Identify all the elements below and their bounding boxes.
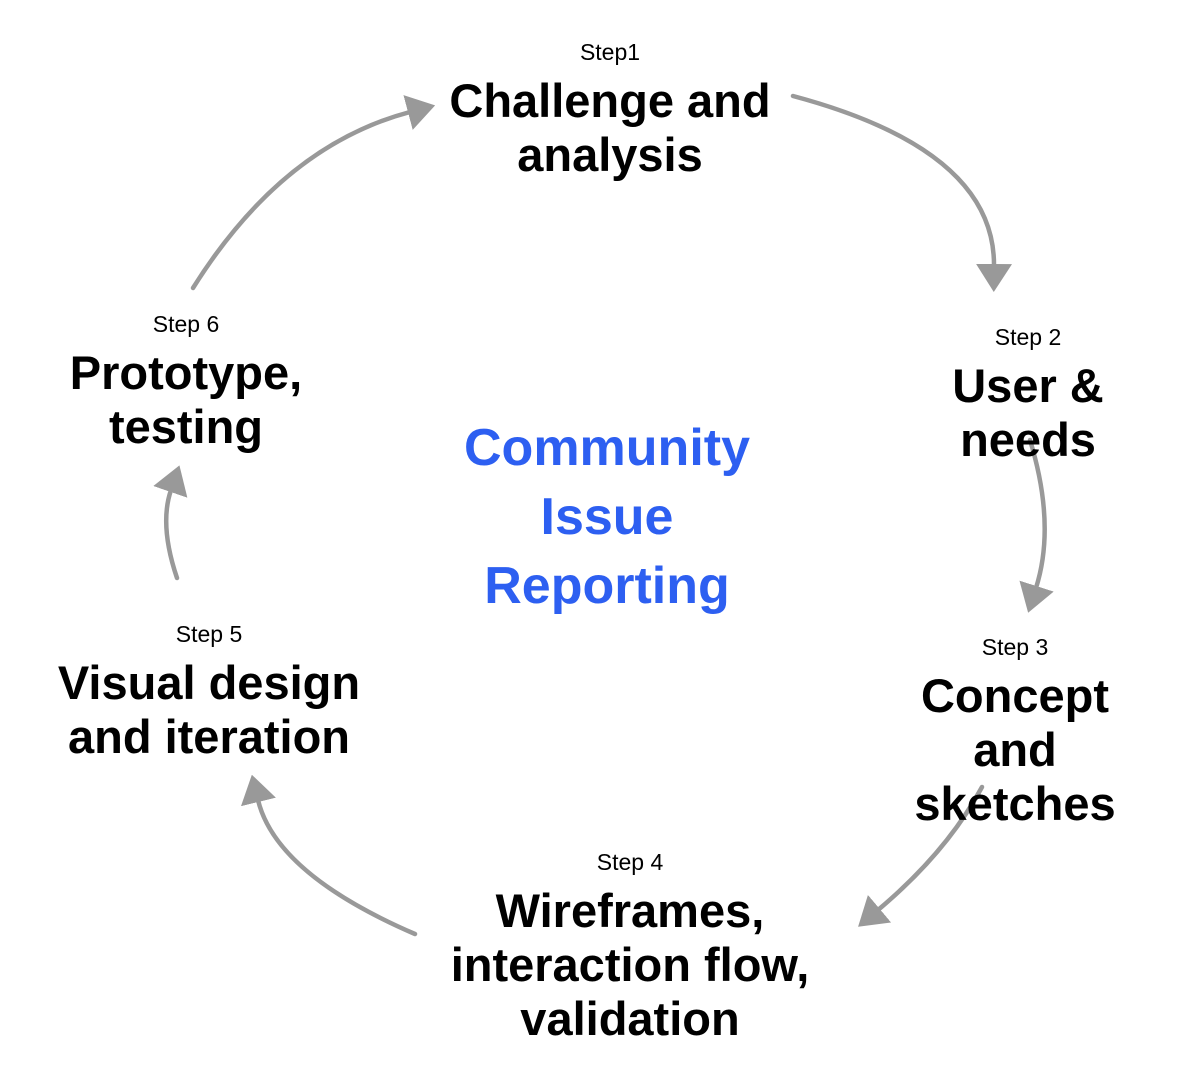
arrow-step5-to-step6-icon — [153, 465, 188, 581]
step-4-title: Wireframes, interaction flow, validation — [450, 884, 810, 1045]
step-2-label: Step 2 — [994, 324, 1062, 350]
arrow-step2-to-step3-icon — [1019, 437, 1054, 613]
step-3-title: Concept and sketches — [914, 669, 1116, 830]
arrow-step6-to-step1-icon — [190, 95, 436, 291]
step-3-label: Step 3 — [981, 634, 1049, 660]
arrow-step1-to-step2-icon — [790, 93, 1013, 292]
step-6-label: Step 6 — [152, 311, 220, 337]
step-5-label: Step 5 — [175, 621, 243, 647]
step-2-title: User & needs — [952, 359, 1104, 466]
step-4: Step 4 Wireframes, interaction flow, val… — [451, 847, 810, 1046]
step-1-title: Challenge and analysis — [449, 74, 771, 181]
diagram-center-title: Community Issue Reporting — [464, 419, 750, 615]
step-5-title: Visual design and iteration — [57, 656, 361, 763]
step-5: Step 5 Visual design and iteration — [58, 619, 360, 764]
arrow-step4-to-step5-icon — [240, 774, 418, 937]
step-6: Step 6 Prototype, testing — [70, 309, 302, 454]
step-1: Step1 Challenge and analysis — [449, 37, 770, 182]
step-6-title: Prototype, testing — [69, 346, 303, 453]
step-2: Step 2 User & needs — [942, 322, 1114, 467]
step-3: Step 3 Concept and sketches — [914, 632, 1115, 831]
step-1-label: Step1 — [579, 39, 641, 65]
step-4-label: Step 4 — [596, 849, 664, 875]
arrow-step3-to-step4-icon — [858, 784, 985, 927]
